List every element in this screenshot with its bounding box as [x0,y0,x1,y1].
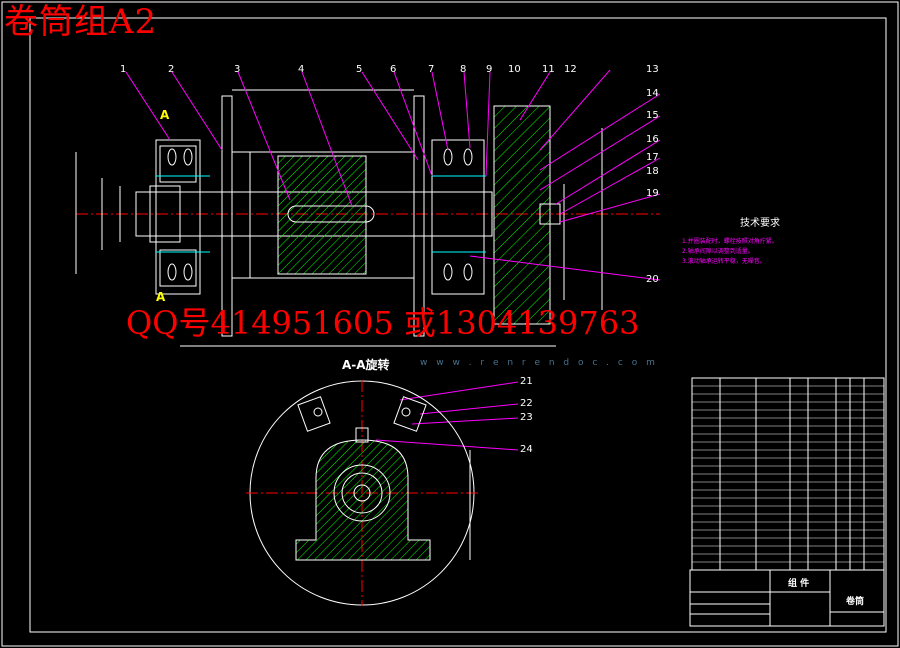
balloon-2: 2 [168,64,175,75]
inner-border [29,17,887,633]
contact-overlay: QQ号414951605 或1304139763 [126,304,640,342]
balloon-24: 24 [520,444,533,455]
tech-requirement-2: 2.轴承间隙以调整到适量。 [682,248,754,255]
balloon-8: 8 [460,64,467,75]
main-view [75,69,661,451]
drawing-name: 卷筒 [846,597,865,607]
balloon-18: 18 [646,166,659,177]
balloon-6: 6 [390,64,397,75]
section-marker-bottom: A [156,290,166,304]
balloon-19: 19 [646,188,659,199]
balloon-17: 17 [646,152,659,163]
balloon-21: 21 [520,376,533,387]
watermark: w w w . r e n r e n d o c . c o m [420,358,658,368]
title-block [689,377,885,627]
balloon-10: 10 [508,64,521,75]
balloon-16: 16 [646,134,659,145]
tech-requirement-3: 3.滚动轴承运转平稳，无噪音。 [682,258,766,265]
section-view-title: A-A旋转 [342,358,390,372]
balloon-23: 23 [520,412,533,423]
assembly-label: 组 件 [788,579,810,589]
balloon-4: 4 [298,64,305,75]
drawing-title: 卷筒组A2 [4,2,158,42]
balloon-9: 9 [486,64,493,75]
balloon-3: 3 [234,64,241,75]
balloon-13: 13 [646,64,659,75]
section-view-aa [246,380,480,606]
balloon-11: 11 [542,64,555,75]
section-marker-top: A [160,108,170,122]
balloon-5: 5 [356,64,363,75]
tech-requirements-title: 技术要求 [740,218,780,229]
balloon-12: 12 [564,64,577,75]
balloon-7: 7 [428,64,435,75]
balloon-1: 1 [120,64,127,75]
balloon-14: 14 [646,88,659,99]
balloon-15: 15 [646,110,659,121]
balloon-20: 20 [646,274,659,285]
tech-requirement-1: 1.并圈装配时，螺栓按照对角拧紧。 [682,238,778,245]
balloon-22: 22 [520,398,533,409]
